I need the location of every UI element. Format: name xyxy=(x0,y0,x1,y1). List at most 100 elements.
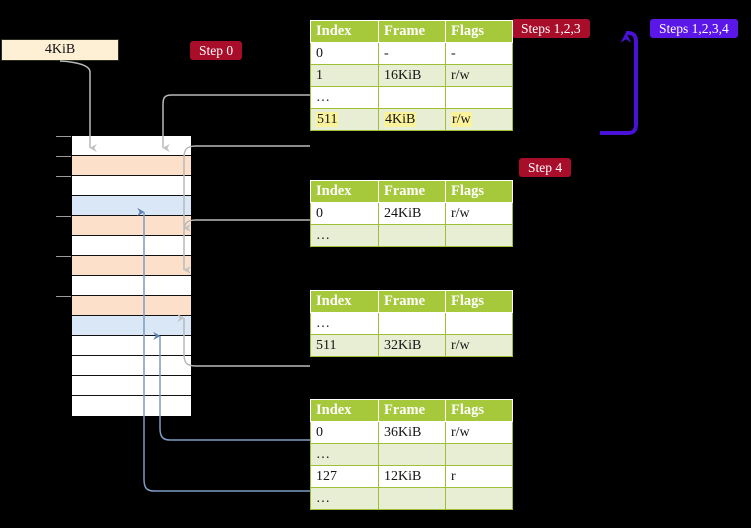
memory-frame-row xyxy=(56,256,191,276)
column-header-index: Index xyxy=(310,180,379,203)
table-cell: … xyxy=(310,86,379,109)
table-cell: 127 xyxy=(310,465,379,488)
memory-row-tick xyxy=(56,256,71,258)
column-header-frame: Frame xyxy=(378,180,446,203)
memory-frame-row xyxy=(72,376,191,396)
table-cell xyxy=(378,312,446,335)
table-cell xyxy=(445,487,513,510)
label-step-0: Step 0 xyxy=(190,41,243,60)
memory-frame-row xyxy=(56,216,191,236)
memory-frame-row xyxy=(72,196,191,216)
table-cell xyxy=(445,443,513,466)
table-cell xyxy=(445,86,513,109)
table-cell: 0 xyxy=(310,421,379,444)
column-header-frame: Frame xyxy=(378,20,446,43)
memory-row-tick xyxy=(56,156,71,158)
table-cell: … xyxy=(310,312,379,335)
memory-frame-row xyxy=(72,396,191,416)
memory-row-tick xyxy=(56,136,71,138)
memory-row-tick xyxy=(56,296,71,298)
label-steps-1-2-3-4: Steps 1,2,3,4 xyxy=(650,19,738,38)
table-row: … xyxy=(310,487,513,510)
label-steps-1-2-3: Steps 1,2,3 xyxy=(512,19,590,38)
memory-frame-row xyxy=(72,236,191,256)
highlighted-value: 4KiB xyxy=(384,111,417,127)
column-header-index: Index xyxy=(310,399,379,422)
table-cell: … xyxy=(310,487,379,510)
table-cell: r xyxy=(445,465,513,488)
table-cell: 1 xyxy=(310,64,379,87)
table-cell: r/w xyxy=(445,108,513,131)
table-row: … xyxy=(310,224,513,247)
table-cell: 16KiB xyxy=(378,64,446,87)
table-cell xyxy=(445,312,513,335)
column-header-flags: Flags xyxy=(445,399,513,422)
table-cell: r/w xyxy=(445,334,513,357)
table-cell: … xyxy=(310,224,379,247)
wire-purple-bracket xyxy=(600,31,638,135)
label-step-4: Step 4 xyxy=(519,158,572,177)
table-cell: 12KiB xyxy=(378,465,446,488)
table-cell: r/w xyxy=(445,421,513,444)
table-cell: 511 xyxy=(310,108,379,131)
table-row: 0-- xyxy=(310,42,513,65)
table-row: … xyxy=(310,312,513,335)
table-row: 511 4KiB r/w xyxy=(310,108,513,131)
wire-table0-row511-to-memory xyxy=(183,145,310,233)
column-header-flags: Flags xyxy=(445,20,513,43)
memory-frame-row xyxy=(56,156,191,176)
memory-frame-row xyxy=(56,176,191,196)
table-cell xyxy=(445,224,513,247)
column-header-frame: Frame xyxy=(378,399,446,422)
column-header-flags: Flags xyxy=(445,180,513,203)
table-cell: r/w xyxy=(445,64,513,87)
table-cell: - xyxy=(378,42,446,65)
table-row: … xyxy=(310,86,513,109)
table-cell: r/w xyxy=(445,202,513,225)
table-cell xyxy=(378,487,446,510)
table-cell xyxy=(378,443,446,466)
table-row: … xyxy=(310,443,513,466)
column-header-frame: Frame xyxy=(378,290,446,313)
table-cell: 4KiB xyxy=(378,108,446,131)
memory-row-tick xyxy=(56,176,71,178)
memory-frame-row xyxy=(72,276,191,296)
table-cell: … xyxy=(310,443,379,466)
memory-row-tick xyxy=(56,216,71,218)
table-cell: 24KiB xyxy=(378,202,446,225)
table-cell: 32KiB xyxy=(378,334,446,357)
table-cell: 0 xyxy=(310,202,379,225)
table-cell: - xyxy=(445,42,513,65)
wire-table2-row511-to-memory xyxy=(177,313,310,367)
table-cell xyxy=(378,224,446,247)
memory-frame-row xyxy=(56,296,191,316)
column-header-index: Index xyxy=(310,20,379,43)
highlighted-value: 511 xyxy=(316,111,339,127)
highlighted-value: r/w xyxy=(451,111,472,127)
physical-memory-column xyxy=(56,135,192,417)
table-cell: 0 xyxy=(310,42,379,65)
column-header-index: Index xyxy=(310,290,379,313)
table-cell: 36KiB xyxy=(378,421,446,444)
memory-frame-row xyxy=(56,136,191,156)
table-cell xyxy=(378,86,446,109)
wire-table1-row0-to-memory xyxy=(183,219,310,275)
table-cell: 511 xyxy=(310,334,379,357)
memory-frame-row xyxy=(72,316,191,336)
memory-frame-row xyxy=(72,356,191,376)
source-frame-box: 4KiB xyxy=(1,39,119,61)
column-header-flags: Flags xyxy=(445,290,513,313)
